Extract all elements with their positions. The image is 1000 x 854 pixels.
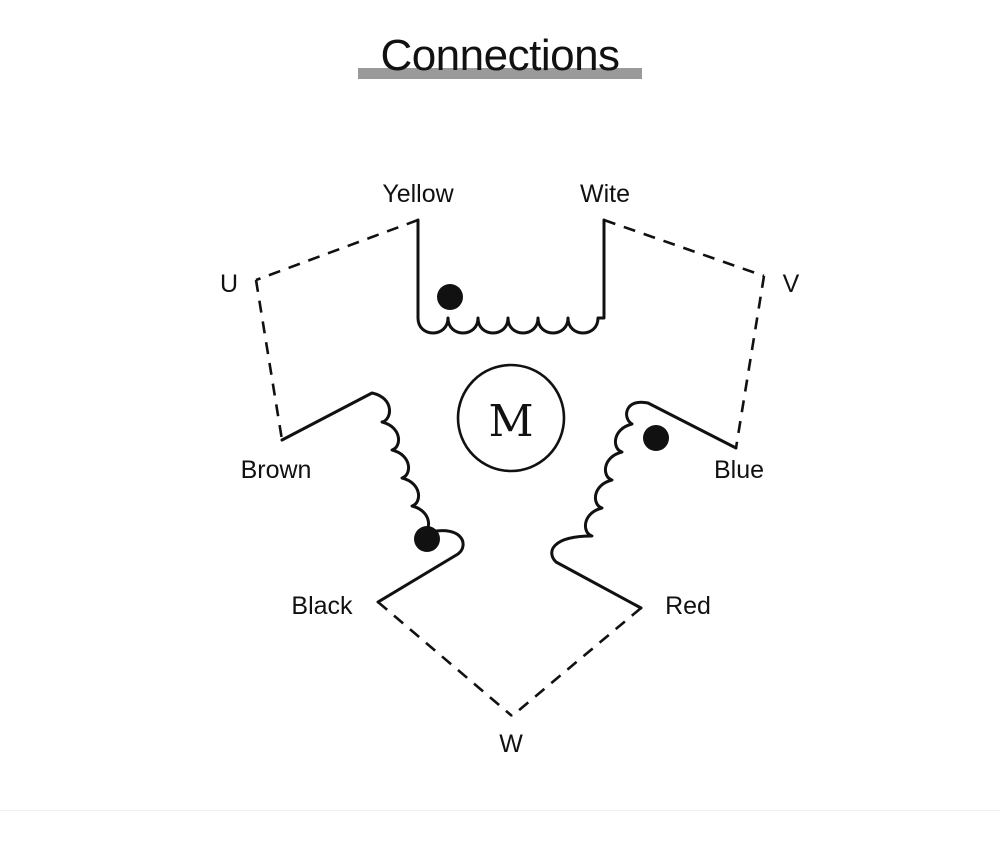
terminal-label-w: W: [499, 730, 523, 758]
dash-v-blue: [734, 275, 766, 449]
coil-right-winding: [550, 400, 738, 610]
dash-v-white: [603, 218, 765, 278]
motor-symbol: M: [456, 363, 566, 473]
terminal-label-u: U: [220, 270, 238, 298]
dash-w-red: [511, 607, 642, 717]
wire-label-brown: Brown: [241, 456, 312, 484]
motor-label: M: [488, 396, 533, 447]
motor-circle: [456, 363, 566, 473]
dash-u-yellow: [255, 218, 419, 282]
polarity-dot-right: [643, 425, 669, 451]
wire-label-white: Wite: [580, 180, 630, 208]
wire-label-black: Black: [291, 592, 353, 620]
bottom-divider: [0, 810, 1000, 811]
coil-top-winding: [416, 218, 606, 335]
coil-left: [280, 391, 465, 604]
dash-w-black: [377, 601, 513, 717]
wire-label-blue: Blue: [714, 456, 764, 484]
terminal-connections: [254, 218, 766, 717]
wire-label-red: Red: [665, 592, 711, 620]
polarity-dot-top: [437, 284, 463, 310]
coil-top: [416, 218, 606, 335]
polarity-dot-left: [414, 526, 440, 552]
dash-u-brown: [254, 279, 284, 441]
terminal-label-v: V: [783, 270, 800, 298]
page-title: Connections: [380, 31, 620, 80]
title-block: Connections: [358, 28, 642, 82]
coil-right: [550, 400, 738, 610]
coil-left-winding: [280, 391, 465, 604]
title-underline: [358, 68, 642, 79]
wire-label-yellow: Yellow: [382, 180, 454, 208]
